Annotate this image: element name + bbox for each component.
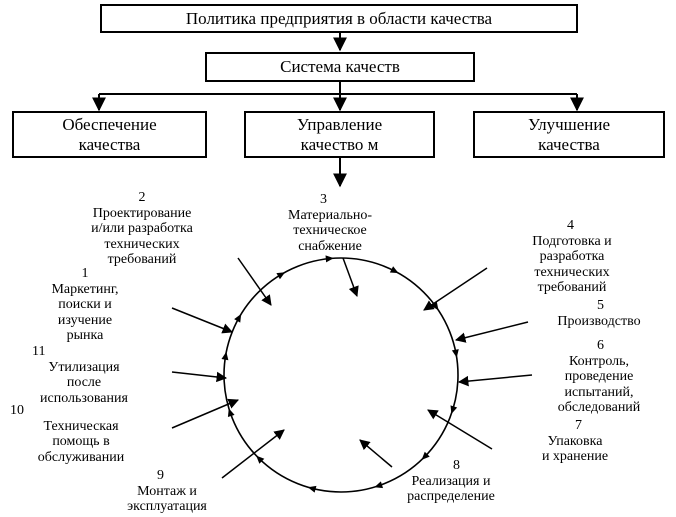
- pointer-stage-10: [171, 398, 239, 429]
- improvement-line-2: качества: [538, 134, 600, 154]
- pointer-stage-8: [359, 439, 393, 468]
- stage-5-label: 5 Производство: [528, 298, 670, 329]
- stage-2-label: 2 Проектирование и/или разработка технич…: [56, 190, 228, 268]
- stage-4-number: 4: [567, 218, 574, 233]
- stage-4-label: 4 Подготовка и разработка технических тр…: [492, 218, 652, 296]
- stage-6-label: 6 Контроль, проведение испытаний, обслед…: [528, 338, 670, 416]
- loop-arrowhead-3: [325, 255, 334, 263]
- loop-arrowhead-7: [450, 405, 458, 415]
- improvement-line-1: Улучшение: [527, 114, 611, 134]
- stage-11-number: 11: [32, 344, 46, 359]
- stage-3-number: 3: [320, 192, 327, 207]
- loop-arrowhead-10: [307, 485, 317, 493]
- loop-arrowhead-5: [431, 301, 439, 311]
- stage-2-number: 2: [138, 190, 146, 205]
- policy-box: Политика предприятия в области качества: [100, 4, 578, 33]
- pointer-stage-3: [342, 257, 359, 297]
- pointer-stage-2: [237, 257, 272, 306]
- stage-6-number: 6: [597, 338, 604, 353]
- loop-arrowhead-6: [451, 349, 459, 358]
- stage-3-label: 3 Материально- техническое снабжение: [250, 192, 410, 254]
- quality-management-box: Управление качество м: [244, 111, 435, 158]
- pointer-stage-4: [423, 267, 488, 311]
- assurance-line-1: Обеспечение: [62, 114, 157, 134]
- loop-arrowhead-1: [234, 313, 242, 323]
- stage-8-number: 8: [453, 458, 460, 473]
- pointer-stage-1: [171, 307, 233, 334]
- stage-5-number: 5: [597, 298, 604, 313]
- stage-9-label: 9 Монтаж и эксплуатация: [104, 468, 230, 515]
- loop-arrowhead-12: [227, 408, 235, 418]
- stage-10-number: 10: [10, 403, 24, 418]
- pointer-stage-7: [427, 409, 493, 450]
- stage-7-number: 7: [575, 418, 582, 433]
- pointer-stage-5: [454, 321, 529, 343]
- loop-arrowhead-8: [421, 451, 430, 460]
- management-line-1: Управление: [296, 114, 383, 134]
- loop-arrowhead-11: [256, 455, 265, 464]
- assurance-line-2: качества: [78, 134, 141, 154]
- loop-arrowhead-2: [276, 272, 286, 280]
- management-line-2: качество м: [300, 134, 379, 154]
- stage-1-number: 1: [81, 266, 89, 281]
- pointer-stage-6: [457, 374, 533, 387]
- loop-arrowhead-13: [221, 351, 229, 361]
- quality-assurance-box: Обеспечение качества: [12, 111, 207, 158]
- loop-direction-arrows: [221, 255, 459, 493]
- stage-1-label: 1 Маркетинг, поиски и изучение рынка: [12, 266, 158, 344]
- quality-system-label: Система качеств: [280, 57, 400, 76]
- stage-8-label: 8 Реализация и распределение: [376, 458, 526, 505]
- loop-arrowhead-9: [374, 481, 384, 489]
- quality-improvement-box: Улучшение качества: [473, 111, 665, 158]
- stage-7-label: 7 Упаковка и хранение: [510, 418, 640, 465]
- quality-system-box: Система качеств: [205, 52, 475, 82]
- loop-arrowhead-4: [389, 266, 399, 274]
- stage-10-label: 10 Техническая помощь в обслуживании: [6, 403, 156, 465]
- stage-11-label: 11 Утилизация после использования: [6, 344, 162, 406]
- pointer-stage-11: [171, 371, 228, 383]
- stage-9-number: 9: [157, 468, 164, 483]
- policy-box-label: Политика предприятия в области качества: [185, 8, 493, 28]
- pointer-stage-9: [221, 429, 285, 479]
